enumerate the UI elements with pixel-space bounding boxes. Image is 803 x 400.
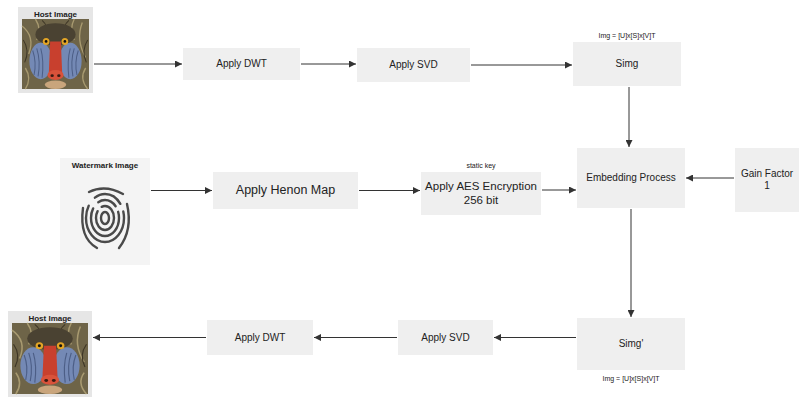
node-caption: Img = [U]x[S]x[V]T bbox=[603, 375, 660, 382]
mandrill-picture bbox=[22, 19, 89, 89]
flow-arrow bbox=[686, 178, 734, 179]
process-box: Simg'Img = [U]x[S]x[V]T bbox=[577, 318, 685, 370]
node-label: Simg bbox=[616, 58, 639, 70]
node-label: Watermark Image bbox=[72, 161, 138, 171]
flow-arrow bbox=[631, 209, 632, 317]
flow-arrow bbox=[494, 337, 576, 338]
flow-arrow bbox=[359, 190, 420, 191]
image-frame bbox=[60, 158, 150, 265]
node-caption: static key bbox=[466, 162, 495, 169]
image-frame bbox=[8, 311, 92, 397]
node-label: Apply SVD bbox=[421, 332, 469, 344]
image-frame bbox=[18, 7, 93, 93]
process-box: static keyApply AES Encryption 256 bit bbox=[421, 172, 541, 215]
flow-arrow bbox=[93, 337, 206, 338]
flow-arrow bbox=[301, 64, 356, 65]
process-box: Apply SVD bbox=[357, 48, 470, 82]
fingerprint-picture bbox=[82, 188, 129, 248]
process-box: Embedding Process bbox=[577, 148, 685, 208]
flow-arrow bbox=[314, 337, 397, 338]
flow-arrow bbox=[94, 64, 182, 65]
process-box: Apply Henon Map bbox=[213, 172, 358, 209]
process-box: Apply DWT bbox=[207, 320, 313, 355]
process-box: Apply DWT bbox=[183, 48, 300, 80]
node-label: Simg' bbox=[619, 338, 644, 350]
image-box: Host Image bbox=[8, 311, 92, 397]
node-label: Apply DWT bbox=[216, 58, 267, 70]
node-label: Host Image bbox=[28, 314, 71, 324]
node-label: Embedding Process bbox=[586, 172, 676, 184]
node-label: Apply Henon Map bbox=[236, 183, 335, 198]
node-caption: Img = [U]x[S]x[V]T bbox=[599, 32, 656, 39]
node-label: Gain Factor 1 bbox=[738, 168, 796, 192]
node-label: Apply SVD bbox=[389, 59, 437, 71]
flow-arrow bbox=[151, 190, 212, 191]
flow-arrow bbox=[471, 65, 572, 66]
process-box: Img = [U]x[S]x[V]TSimg bbox=[573, 42, 681, 86]
input-box: Gain Factor 1 bbox=[735, 148, 799, 212]
image-box: Host Image bbox=[18, 7, 93, 93]
node-label: Apply DWT bbox=[235, 332, 286, 344]
process-box: Apply SVD bbox=[398, 320, 493, 355]
flow-arrow bbox=[629, 87, 630, 147]
mandrill-picture bbox=[12, 323, 88, 394]
node-label: Apply AES Encryption 256 bit bbox=[424, 180, 538, 208]
flow-arrow bbox=[542, 190, 576, 191]
image-box: Watermark Image bbox=[60, 158, 150, 265]
node-label: Host Image bbox=[34, 10, 77, 20]
